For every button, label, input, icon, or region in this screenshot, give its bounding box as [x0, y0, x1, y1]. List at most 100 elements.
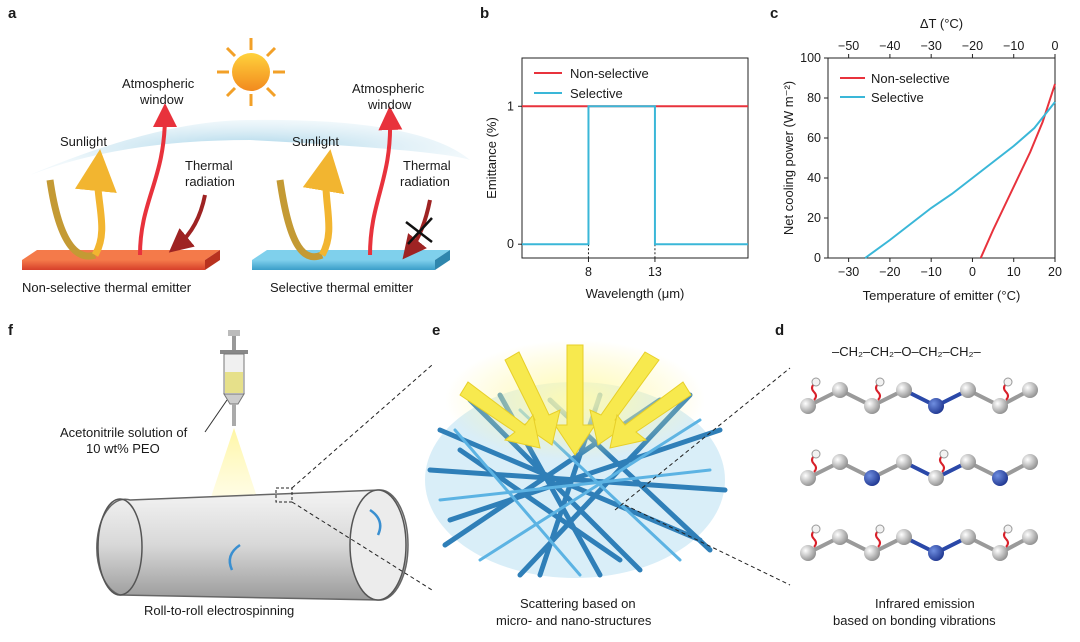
panel-d-label: d [775, 322, 784, 339]
y-tick-label: 0 [507, 237, 514, 251]
hydrogen-atom [811, 524, 821, 534]
carbon-atom [992, 398, 1008, 414]
carbon-atom [960, 382, 976, 398]
atmospheric-window-label-left-1: Atmospheric [122, 76, 195, 91]
hydrogen-atom [811, 449, 821, 459]
sun-icon [217, 38, 285, 106]
legend-label: Non-selective [570, 66, 649, 81]
y-tick-label: 0 [814, 251, 821, 265]
carbon-atom [1022, 529, 1038, 545]
hydrogen-atom [811, 377, 821, 387]
legend-label: Selective [570, 86, 623, 101]
x-tick-label: −20 [879, 265, 900, 279]
y-tick-label: 40 [807, 171, 821, 185]
hydrogen-atom [1003, 377, 1013, 387]
carbon-atom [832, 454, 848, 470]
sunlight-label-left: Sunlight [60, 134, 107, 149]
peo-formula: –CH₂–CH₂–O–CH₂–CH₂– [832, 344, 982, 359]
carbon-atom [1022, 382, 1038, 398]
hydrogen-atom [875, 377, 885, 387]
non-selective-emitter-caption: Non-selective thermal emitter [22, 280, 192, 295]
atmospheric-window-label-left-2: window [139, 92, 184, 107]
y-axis-label: Emittance (%) [484, 117, 499, 199]
y-axis-label: Net cooling power (W m⁻²) [781, 81, 796, 235]
top-x-tick-label: −50 [838, 39, 859, 53]
conveyor-belt [96, 487, 409, 601]
x-tick-label: −10 [921, 265, 942, 279]
y-tick-label: 20 [807, 211, 821, 225]
plot-frame [521, 57, 749, 259]
top-x-tick-label: −10 [1003, 39, 1024, 53]
vibration-wave [811, 530, 817, 548]
x-tick-label: 20 [1048, 265, 1062, 279]
y-tick-label: 1 [507, 99, 514, 113]
panel-a-label: a [8, 5, 17, 22]
vibration-wave [811, 455, 817, 473]
series-line-selective [864, 101, 1056, 259]
carbon-atom [832, 382, 848, 398]
y-tick-label: 60 [807, 131, 821, 145]
scattering-arrows [459, 344, 692, 456]
roll-to-roll-caption: Roll-to-roll electrospinning [144, 603, 294, 618]
infrared-caption-1: Infrared emission [875, 596, 975, 611]
top-x-tick-label: −40 [879, 39, 900, 53]
vibration-wave [875, 383, 881, 401]
sunlight-reflected-arrow-left [46, 179, 97, 260]
panel-e: e Scattering based on micro- and nano-st… [425, 322, 791, 628]
series-line-selective [522, 105, 748, 246]
y-tick-label: 100 [800, 51, 821, 65]
top-x-axis-label: ΔT (°C) [920, 16, 963, 31]
carbon-atom [1022, 454, 1038, 470]
carbon-atom [800, 398, 816, 414]
x-tick-label: 10 [1007, 265, 1021, 279]
infrared-caption-2: based on bonding vibrations [833, 613, 996, 628]
x-axis-label: Temperature of emitter (°C) [863, 288, 1021, 303]
top-x-tick-label: 0 [1052, 39, 1059, 53]
carbon-atom [864, 545, 880, 561]
thermal-radiation-arrow-left [168, 194, 207, 253]
carbon-atom [896, 382, 912, 398]
selective-emitter-slab [252, 250, 450, 270]
syringe-icon [220, 330, 248, 426]
vibration-wave [939, 455, 945, 473]
x-tick-label: 0 [969, 265, 976, 279]
sunlight-arrow-right [302, 149, 345, 257]
panel-c-label: c [770, 5, 778, 22]
thermal-radiation-label-right-1: Thermal [403, 158, 451, 173]
selective-emitter-caption: Selective thermal emitter [270, 280, 414, 295]
oxygen-atom [928, 545, 944, 561]
legend-label: Selective [871, 90, 924, 105]
thermal-radiation-label-left-1: Thermal [185, 158, 233, 173]
atmospheric-window-arrow-right [368, 106, 403, 256]
peo-molecule-chains [800, 377, 1038, 561]
carbon-atom [800, 470, 816, 486]
legend-label: Non-selective [871, 71, 950, 86]
electrospray-cone [210, 428, 258, 500]
panel-d: d –CH₂–CH₂–O–CH₂–CH₂– Infrared emission … [775, 322, 1038, 628]
x-tick-label: 13 [648, 265, 662, 279]
top-x-tick-label: −30 [921, 39, 942, 53]
vibration-wave [1003, 530, 1009, 548]
panel-f-label: f [8, 322, 14, 339]
sunlight-label-right: Sunlight [292, 134, 339, 149]
atmospheric-window-arrow-left [138, 103, 177, 256]
thermal-radiation-label-left-2: radiation [185, 174, 235, 189]
carbon-atom [992, 545, 1008, 561]
scattering-caption-2: micro- and nano-structures [496, 613, 652, 628]
carbon-atom [896, 454, 912, 470]
carbon-atom [896, 529, 912, 545]
x-tick-label: −30 [838, 265, 859, 279]
carbon-atom [864, 398, 880, 414]
hydrogen-atom [939, 449, 949, 459]
vibration-wave [811, 383, 817, 401]
oxygen-atom [864, 470, 880, 486]
non-selective-emitter-slab [22, 250, 220, 270]
panel-e-label: e [432, 322, 440, 339]
carbon-atom [928, 470, 944, 486]
carbon-atom [832, 529, 848, 545]
blocked-cross-icon [405, 217, 433, 245]
oxygen-atom [928, 398, 944, 414]
